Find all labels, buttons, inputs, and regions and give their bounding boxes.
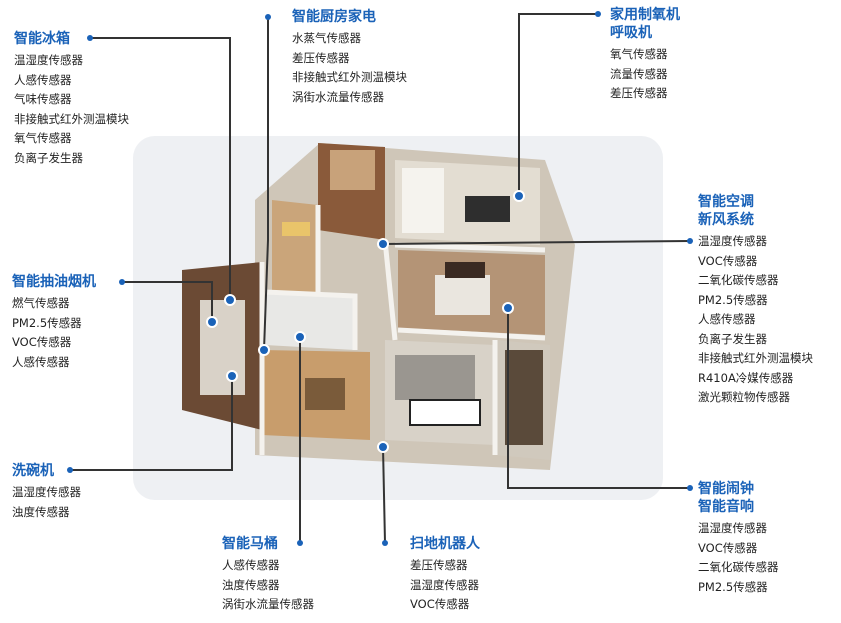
robot-items: 差压传感器 温湿度传感器 VOC传感器: [410, 556, 480, 615]
list-item: PM2.5传感器: [698, 292, 768, 307]
oxygen-title-line-2: 呼吸机: [610, 25, 652, 41]
list-item: 浊度传感器: [12, 504, 70, 519]
dishwasher-group: 洗碗机 温湿度传感器 浊度传感器: [12, 462, 81, 522]
list-item: 人感传感器: [14, 72, 72, 87]
hood-marker: [206, 316, 218, 328]
oxygen-items: 氧气传感器 流量传感器 差压传感器: [610, 45, 680, 104]
fridge-title: 智能冰箱: [14, 31, 70, 47]
list-item: 非接触式红外测温模块: [698, 351, 813, 365]
list-item: 温湿度传感器: [698, 521, 767, 535]
aircon-title-line-2: 新风系统: [698, 212, 754, 228]
fridge-marker: [224, 294, 236, 306]
list-item: 非接触式红外测温模块: [292, 70, 407, 84]
aircon-marker: [377, 238, 389, 250]
clock-items: 温湿度传感器 VOC传感器 二氧化碳传感器 PM2.5传感器: [698, 519, 779, 597]
toilet-group: 智能马桶 人感传感器 浊度传感器 涡街水流量传感器: [222, 535, 314, 615]
robot-title: 扫地机器人: [410, 536, 480, 552]
hood-items: 燃气传感器 PM2.5传感器 VOC传感器 人感传感器: [12, 294, 96, 372]
list-item: 差压传感器: [292, 50, 350, 65]
list-item: 水蒸气传感器: [292, 31, 361, 45]
list-item: 温湿度传感器: [12, 485, 81, 499]
list-item: 人感传感器: [222, 558, 280, 572]
clock-title-line-1: 智能闹钟: [698, 481, 754, 497]
list-item: 浊度传感器: [222, 577, 280, 592]
list-item: 燃气传感器: [12, 296, 70, 310]
list-item: 差压传感器: [410, 558, 468, 572]
list-item: 氧气传感器: [14, 131, 72, 145]
list-item: 温湿度传感器: [14, 53, 83, 67]
hood-group: 智能抽油烟机 燃气传感器 PM2.5传感器 VOC传感器 人感传感器: [12, 273, 96, 372]
kitchen-appliance-marker: [258, 344, 270, 356]
hood-title: 智能抽油烟机: [12, 274, 96, 290]
aircon-items: 温湿度传感器 VOC传感器 二氧化碳传感器 PM2.5传感器 人感传感器 负离子…: [698, 232, 813, 408]
list-item: 温湿度传感器: [698, 234, 767, 248]
list-item: 负离子发生器: [14, 150, 83, 165]
list-item: 氧气传感器: [610, 47, 668, 61]
oxygen-group: 家用制氧机 呼吸机 氧气传感器 流量传感器 差压传感器: [610, 6, 680, 104]
list-item: 气味传感器: [14, 92, 72, 106]
kitchen-title: 智能厨房家电: [292, 9, 376, 25]
list-item: 二氧化碳传感器: [698, 273, 779, 287]
clock-group: 智能闹钟 智能音响 温湿度传感器 VOC传感器 二氧化碳传感器 PM2.5传感器: [698, 480, 779, 597]
aircon-title-line-1: 智能空调: [698, 194, 754, 210]
list-item: VOC传感器: [410, 597, 470, 611]
list-item: PM2.5传感器: [698, 579, 768, 594]
list-item: PM2.5传感器: [12, 315, 82, 330]
robot-marker: [377, 441, 389, 453]
clock-title-line-2: 智能音响: [698, 499, 754, 515]
list-item: 激光颗粒物传感器: [698, 390, 790, 404]
clock-marker: [502, 302, 514, 314]
list-item: 人感传感器: [698, 312, 756, 326]
list-item: 温湿度传感器: [410, 577, 479, 592]
toilet-marker: [294, 331, 306, 343]
dishwasher-title: 洗碗机: [12, 463, 54, 479]
list-item: 负离子发生器: [698, 331, 767, 346]
oxygen-marker: [513, 190, 525, 202]
fridge-group: 智能冰箱 温湿度传感器 人感传感器 气味传感器 非接触式红外测温模块 氧气传感器…: [14, 30, 129, 168]
list-item: 二氧化碳传感器: [698, 560, 779, 574]
kitchen-items: 水蒸气传感器 差压传感器 非接触式红外测温模块 涡街水流量传感器: [292, 29, 407, 107]
kitchen-group: 智能厨房家电 水蒸气传感器 差压传感器 非接触式红外测温模块 涡街水流量传感器: [292, 8, 407, 107]
list-item: 人感传感器: [12, 354, 70, 369]
list-item: R410A冷媒传感器: [698, 370, 794, 385]
dishwasher-items: 温湿度传感器 浊度传感器: [12, 483, 81, 522]
list-item: 流量传感器: [610, 66, 668, 81]
toilet-items: 人感传感器 浊度传感器 涡街水流量传感器: [222, 556, 314, 615]
list-item: 涡街水流量传感器: [222, 597, 314, 611]
list-item: VOC传感器: [698, 540, 758, 555]
oxygen-title-line-1: 家用制氧机: [610, 7, 680, 23]
list-item: VOC传感器: [12, 335, 72, 349]
list-item: VOC传感器: [698, 253, 758, 268]
robot-group: 扫地机器人 差压传感器 温湿度传感器 VOC传感器: [410, 535, 480, 615]
aircon-group: 智能空调 新风系统 温湿度传感器 VOC传感器 二氧化碳传感器 PM2.5传感器…: [698, 193, 813, 408]
toilet-title: 智能马桶: [222, 536, 278, 552]
dishwasher-marker: [226, 370, 238, 382]
list-item: 涡街水流量传感器: [292, 89, 384, 104]
list-item: 差压传感器: [610, 86, 668, 100]
fridge-items: 温湿度传感器 人感传感器 气味传感器 非接触式红外测温模块 氧气传感器 负离子发…: [14, 51, 129, 168]
list-item: 非接触式红外测温模块: [14, 111, 129, 126]
